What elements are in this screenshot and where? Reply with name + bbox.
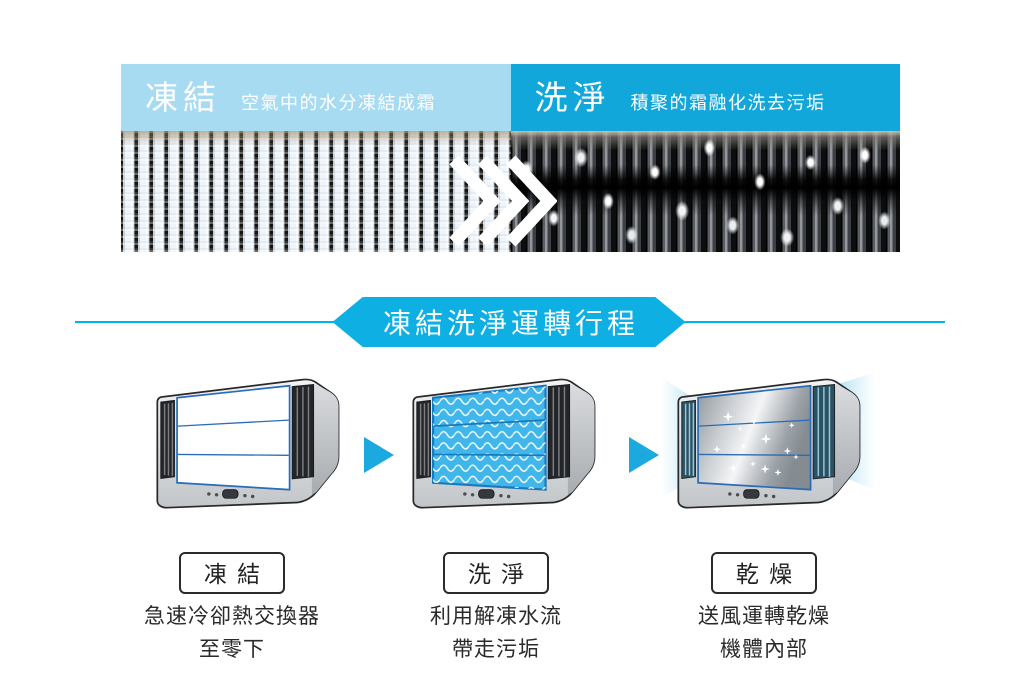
front-panel-empty: [176, 384, 291, 491]
control-buttons: [728, 489, 776, 499]
wash-header: 洗淨 積聚的霜融化洗去污垢: [510, 64, 900, 131]
flow-arrow-icon: [364, 437, 394, 473]
before-after-banner: 凍結 空氣中的水分凍結成霜 洗淨 積聚的霜融化洗去污垢: [121, 64, 900, 252]
step-label-box: 乾燥: [711, 552, 817, 594]
control-buttons: [207, 489, 255, 499]
step-description: 送風運轉乾燥 機體內部: [698, 605, 830, 661]
ac-side-panel: [832, 384, 860, 495]
hexagon-banner-shape: [333, 297, 685, 347]
right-vent: [547, 383, 571, 480]
left-vent: [681, 399, 696, 479]
step-dry: 乾燥 送風運轉乾燥 機體內部: [644, 552, 884, 666]
front-panel-water-flow: [432, 384, 547, 491]
step-label-box: 洗淨: [443, 552, 549, 594]
step-freeze: 凍結 急速冷卻熱交換器 至零下: [112, 552, 352, 666]
water-droplet-fins-photo: [510, 131, 900, 252]
step-label-box: 凍結: [179, 552, 285, 594]
step-description: 利用解凍水流 帶走污垢: [430, 605, 562, 661]
process-title: 凍結洗淨運轉行程: [382, 308, 639, 339]
ac-side-panel: [311, 384, 339, 495]
freeze-header: 凍結 空氣中的水分凍結成霜: [121, 64, 511, 131]
triple-chevron-right-icon: [449, 155, 557, 247]
water-wave-pattern: [433, 385, 546, 490]
ac-unit-dry-illustration: [661, 372, 876, 509]
ac-unit-freeze-illustration: [156, 378, 340, 509]
front-panel-clean-sparkles: [697, 384, 812, 491]
ac-side-panel: [567, 384, 595, 495]
wash-title: 洗淨: [534, 79, 611, 116]
right-vent: [291, 383, 315, 480]
step-wash: 洗淨 利用解凍水流 帶走污垢: [376, 552, 616, 666]
right-vent: [812, 383, 836, 480]
freeze-subtitle: 空氣中的水分凍結成霜: [241, 93, 436, 113]
step-description: 急速冷卻熱交換器 至零下: [144, 605, 320, 661]
flow-arrow-icon: [629, 437, 659, 473]
freeze-title: 凍結: [145, 79, 221, 116]
ac-unit-wash-illustration: [412, 378, 596, 509]
wash-subtitle: 積聚的霜融化洗去污垢: [630, 93, 826, 113]
left-vent: [160, 399, 175, 479]
process-title-pill: 凍結洗淨運轉行程: [333, 297, 685, 347]
frosted-fins-photo: [121, 131, 511, 252]
left-vent: [416, 399, 431, 479]
control-buttons: [463, 489, 511, 499]
